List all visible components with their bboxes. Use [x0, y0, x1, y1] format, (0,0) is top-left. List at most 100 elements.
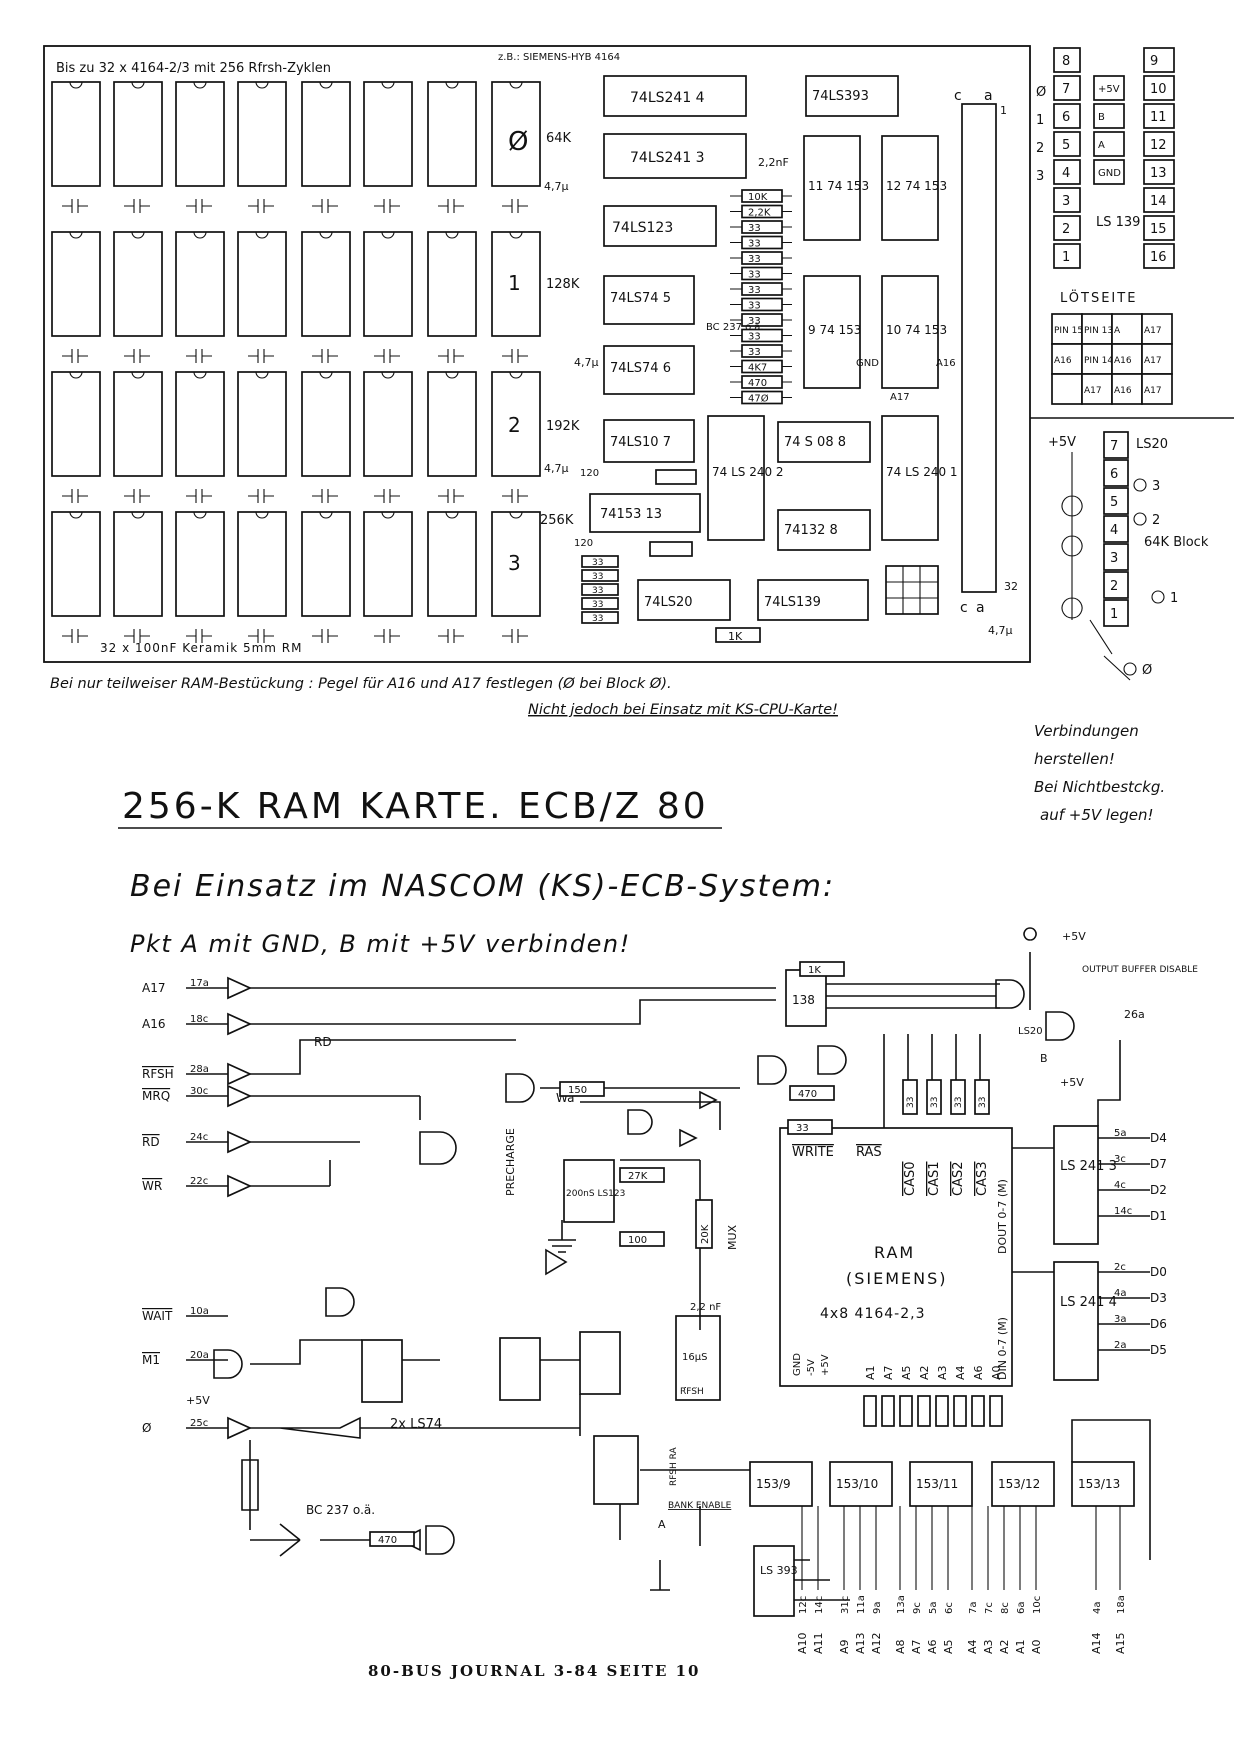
jumper-block-label: 2: [1152, 513, 1160, 528]
jumper-pin: [1103, 515, 1129, 543]
ram-chip-notch: [69, 231, 83, 239]
note-connect-line: Bei Nichtbestckg.: [1034, 778, 1165, 796]
ls139-pin: [1143, 103, 1175, 129]
decoupling-cap: [124, 199, 150, 213]
ram-address-label: A4: [954, 1365, 967, 1380]
resistor-value: 33: [748, 316, 761, 327]
ic-u8-label: 74 S 08 8: [784, 435, 846, 450]
jumper-block-label: 1: [1170, 591, 1178, 606]
wire: [279, 1394, 581, 1439]
pin-table-text: A16: [1114, 386, 1132, 396]
resistor: [581, 583, 619, 596]
resistor-value: 4K7: [748, 363, 767, 374]
decoupling-cap: [312, 489, 338, 503]
cas-resistor: [974, 1079, 990, 1115]
note-connect-line: Verbindungen: [1034, 722, 1139, 740]
data-line-pin: 4c: [1114, 1180, 1126, 1191]
note-not-ks: Nicht jedoch bei Einsatz mit KS-CPU-Kart…: [528, 702, 838, 718]
jumper-ls20: LS20: [1136, 437, 1168, 452]
pin-table-text: PIN 14: [1084, 356, 1113, 366]
address-bus-pin: 10c: [1032, 1596, 1043, 1614]
wire: [679, 1090, 718, 1148]
decoupling-cap: [62, 629, 88, 643]
jumper-point: [1151, 590, 1165, 604]
pt-b: B: [1040, 1052, 1048, 1065]
ff-6: [361, 1339, 403, 1403]
wire: [817, 1045, 847, 1075]
decoupling-cap: [374, 629, 400, 643]
resistor: [581, 597, 619, 610]
ram-chip: [363, 511, 413, 617]
cas-resistor-value: 33: [906, 1097, 916, 1108]
resistor-value: 33: [592, 558, 603, 568]
ls139-pin: [1053, 75, 1081, 101]
ic-ls139: [757, 579, 869, 621]
decoupling-cap: [62, 199, 88, 213]
ic-u3: [603, 133, 747, 179]
cas-label: CAS2: [951, 1162, 966, 1197]
ram-chip-notch: [381, 371, 395, 379]
ram-chip: [113, 81, 163, 187]
pin-table-text: PIN 15: [1054, 326, 1083, 336]
ls139-mid-label: +5V: [1098, 84, 1120, 95]
ic-u9: [803, 275, 861, 389]
pin-table-text: A17: [1144, 386, 1162, 396]
input-pin: 24c: [190, 1132, 208, 1143]
resistor-value: 33: [592, 614, 603, 624]
data-line-name: D2: [1150, 1183, 1167, 1197]
ram-address-label: A0: [990, 1365, 1003, 1380]
loetseite: LÖTSEITE: [1060, 289, 1137, 306]
ram-chip-notch: [509, 81, 523, 89]
decoupling-cap: [186, 199, 212, 213]
wire: [250, 1339, 580, 1365]
buffer-gate: [227, 1084, 253, 1108]
cap-note: 32 x 100nF Keramik 5mm RM: [100, 641, 302, 655]
ff-6b: [593, 1435, 639, 1505]
ram-block: [779, 1127, 1013, 1387]
ls139-index: 1: [1036, 113, 1044, 128]
ram-chip: [51, 231, 101, 337]
resistor: [581, 611, 619, 624]
input-pin: 25c: [190, 1418, 208, 1429]
pin-table-text: A17: [1084, 386, 1102, 396]
ls139-pin: [1143, 131, 1175, 157]
decoupling-cap: [502, 199, 528, 213]
ic-u6: [603, 345, 695, 395]
ram-chip-notch: [69, 511, 83, 519]
bank-label-1: 1: [508, 271, 521, 295]
ic-u123: [603, 205, 717, 247]
resistor-value: 33: [748, 239, 761, 250]
wire: [883, 1034, 981, 1128]
decoupling-cap: [312, 629, 338, 643]
ls139-mid-pin: [1093, 103, 1125, 129]
jumper-point: [1133, 478, 1147, 492]
ram-chip-notch: [319, 511, 333, 519]
ls139-pin-number: 15: [1150, 222, 1167, 237]
resistor-value: 33: [796, 1123, 809, 1134]
decoupling-cap: [248, 199, 274, 213]
resistor: [581, 555, 619, 568]
plus5v-sch-1: +5V: [1062, 930, 1086, 943]
ls139-pin-number: 7: [1062, 82, 1070, 97]
input-signal-name: A16: [142, 1017, 165, 1031]
input-signal-name: Ø: [142, 1421, 151, 1435]
ram-chip: [301, 81, 351, 187]
wire: [548, 1220, 576, 1253]
gnd-board: GND: [856, 358, 879, 369]
wire: [545, 1248, 568, 1276]
ram-chip-notch: [131, 511, 145, 519]
cap-22nf-sch: 2,2 nF: [690, 1302, 721, 1313]
pin-table-cell: [1081, 373, 1113, 405]
ic-u7: [603, 419, 695, 463]
ram-chip-notch: [69, 371, 83, 379]
data-line-name: D7: [1150, 1157, 1167, 1171]
address-bus-label: A9: [838, 1639, 851, 1654]
page-footer: 80-BUS JOURNAL 3-84 SEITE 10: [368, 1662, 700, 1680]
decoupling-cap: [248, 489, 274, 503]
ls139-pin: [1053, 243, 1081, 269]
subtitle: Bei Einsatz im NASCOM (KS)-ECB-System:: [130, 869, 835, 904]
decoupling-cap: [438, 629, 464, 643]
board-layout: Bis zu 32 x 4164-2/3 mit 256 Rfrsh-Zykle…: [43, 45, 1031, 663]
